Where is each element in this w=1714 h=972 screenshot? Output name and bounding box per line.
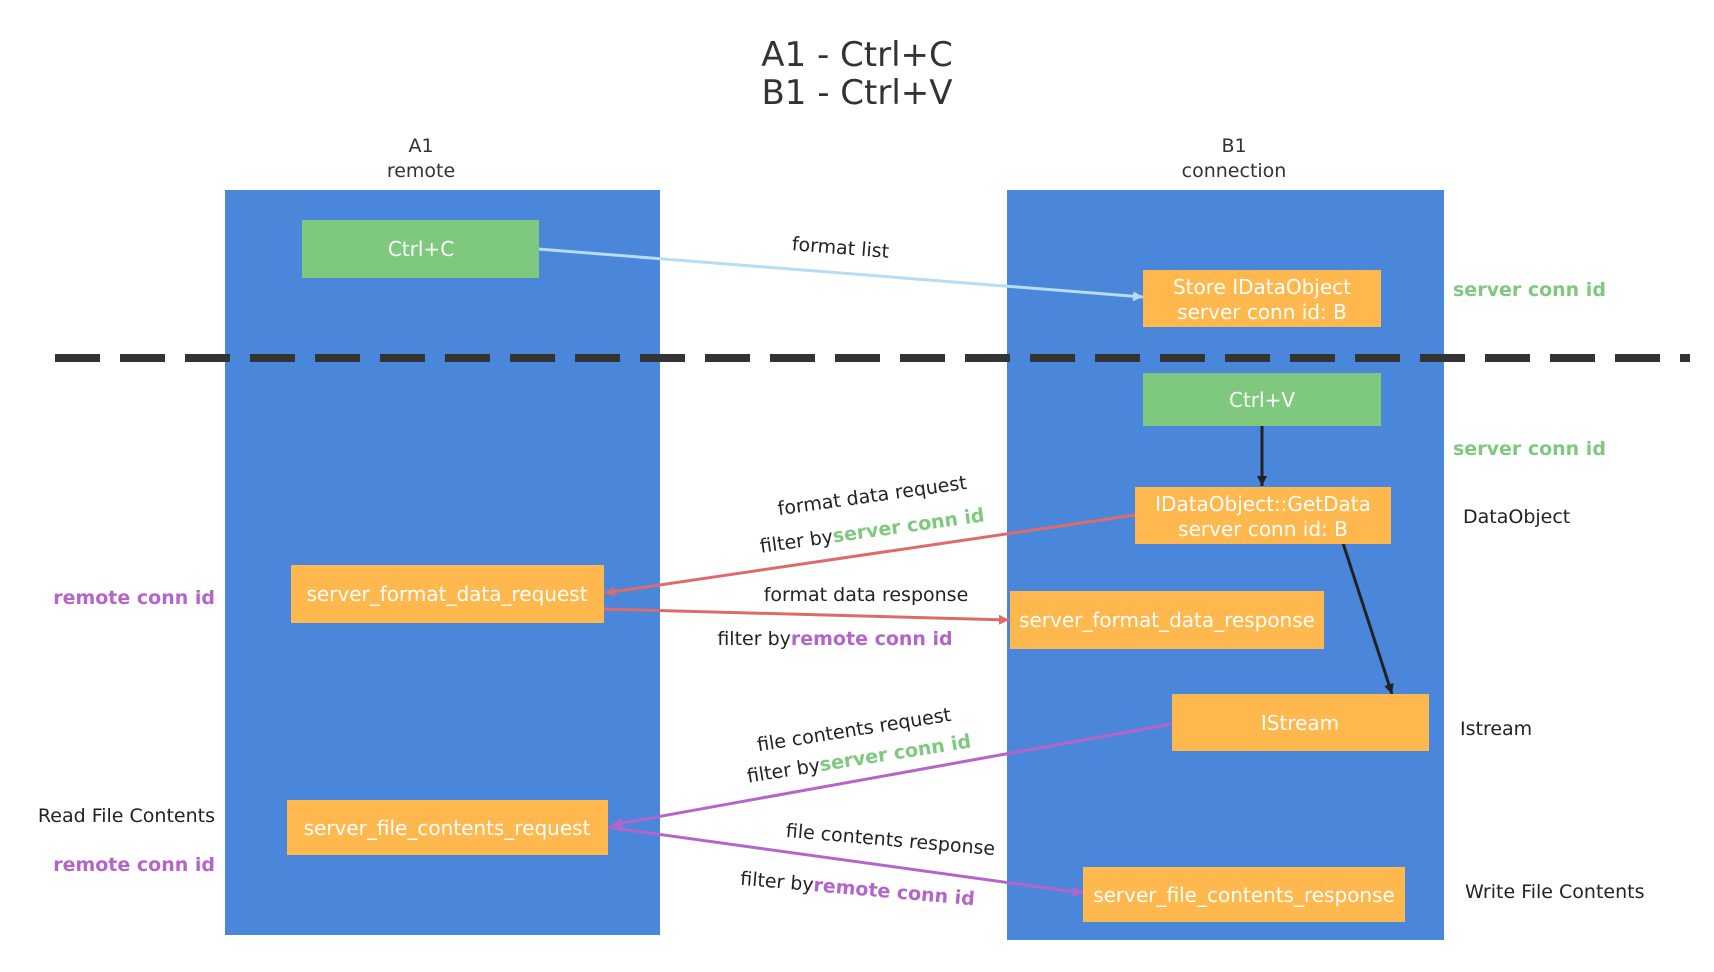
server-format-data-response-box: server_format_data_response [1010, 591, 1324, 649]
server-format-data-request-label: server_format_data_request [306, 582, 587, 606]
filter-by-text: filter by [746, 754, 822, 787]
server-file-contents-request-label: server_file_contents_request [304, 816, 591, 840]
side-label-remote-conn-id-1: remote conn id [53, 587, 215, 609]
arrow-file-contents-request [611, 722, 1173, 829]
istream-label: IStream [1261, 711, 1339, 735]
filter-by-text: filter by [717, 628, 791, 650]
getdata-box: IDataObject::GetData server conn id: B [1135, 487, 1391, 544]
ctrl-c-label: Ctrl+C [388, 237, 454, 261]
arrow-file-contents-response [605, 825, 1084, 897]
column-b1-name: B1 [1221, 135, 1246, 157]
server-file-contents-response-box: server_file_contents_response [1083, 867, 1405, 922]
arrow-getdata-to-istream [1341, 542, 1394, 695]
edge-label-file-response-filter: filter byremote conn id [739, 868, 975, 910]
edge-label-format-data-response: format data response [764, 584, 969, 606]
ctrl-v-label: Ctrl+V [1229, 388, 1295, 412]
side-label-server-conn-id-2: server conn id [1453, 438, 1606, 460]
filter-by-text: filter by [739, 868, 814, 896]
remote-conn-id-text: remote conn id [813, 874, 976, 910]
server-file-contents-response-label: server_file_contents_response [1093, 883, 1395, 907]
side-label-dataobject: DataObject [1463, 506, 1570, 528]
edge-label-file-contents-response: file contents response [785, 820, 996, 860]
store-idataobject-box: Store IDataObject server conn id: B [1143, 270, 1381, 327]
remote-conn-id-text: remote conn id [791, 628, 953, 650]
filter-by-text: filter by [759, 526, 835, 558]
server-format-data-response-label: server_format_data_response [1019, 608, 1315, 632]
column-a1-name: A1 [408, 135, 433, 157]
ctrl-v-box: Ctrl+V [1143, 373, 1381, 426]
getdata-server-conn-label: server conn id: B [1178, 517, 1348, 541]
side-label-istream: Istream [1460, 718, 1532, 740]
arrow-format-data-request [604, 513, 1136, 597]
side-label-server-conn-id-1: server conn id [1453, 279, 1606, 301]
side-label-write-file-contents: Write File Contents [1465, 881, 1645, 903]
diagram-title-line2: B1 - Ctrl+V [761, 73, 952, 113]
side-label-remote-conn-id-2: remote conn id [53, 854, 215, 876]
ctrl-c-box: Ctrl+C [302, 220, 539, 278]
istream-box: IStream [1172, 694, 1429, 751]
server-format-data-request-box: server_format_data_request [291, 565, 604, 623]
column-a1-role: remote [387, 160, 455, 182]
store-server-conn-label: server conn id: B [1177, 300, 1347, 324]
arrow-format-list [537, 247, 1144, 302]
column-b1-role: connection [1182, 160, 1287, 182]
diagram-title-line1: A1 - Ctrl+C [761, 35, 953, 75]
server-file-contents-request-box: server_file_contents_request [287, 800, 608, 855]
store-idataobject-label: Store IDataObject [1173, 275, 1351, 299]
getdata-label: IDataObject::GetData [1155, 492, 1371, 516]
side-label-read-file-contents: Read File Contents [38, 805, 215, 827]
edge-label-format-response-filter: filter byremote conn id [717, 628, 952, 650]
edge-label-format-list: format list [791, 233, 890, 263]
arrow-format-data-response [603, 607, 1010, 625]
